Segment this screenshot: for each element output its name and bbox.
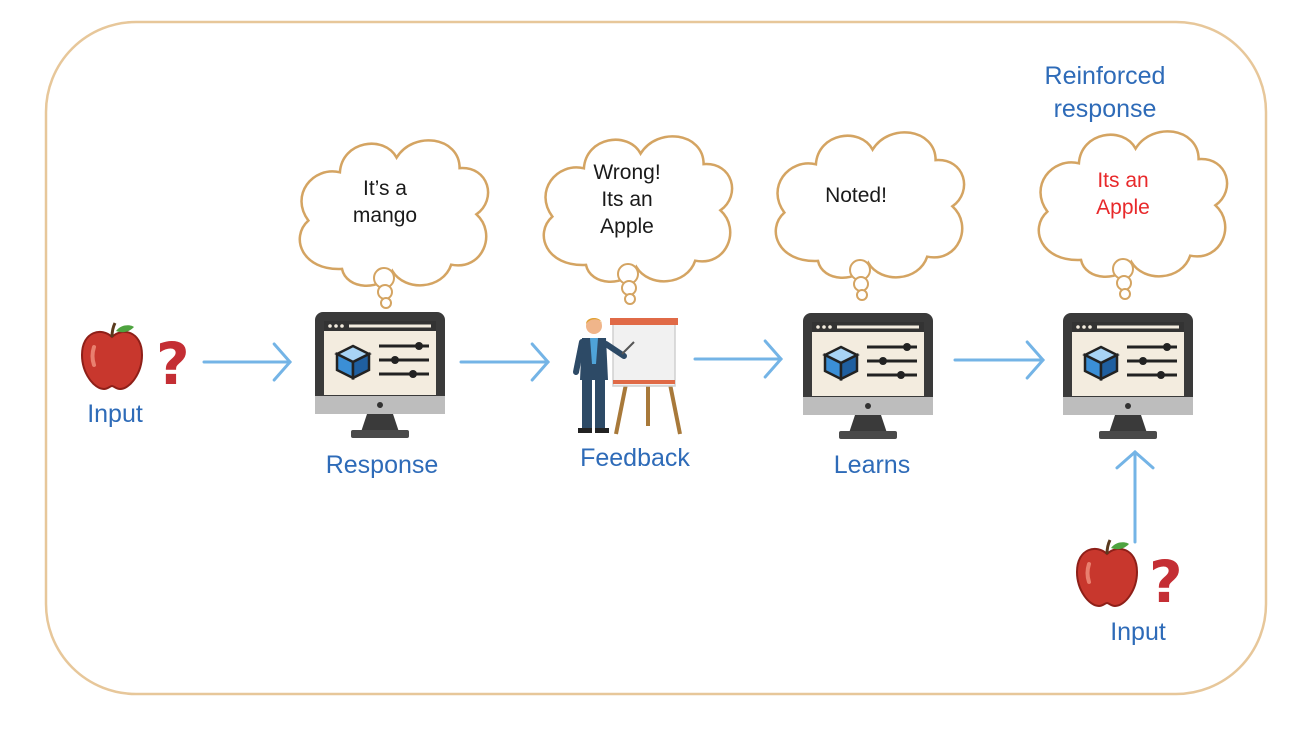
arrow-input-to-reinforced [1115,450,1155,544]
arrow-learns-to-reinforced [953,340,1045,380]
label-reinforced-line2: response [1053,95,1157,123]
apple-icon-left [80,321,144,391]
thinking-dots-icon-reinforced [1112,258,1134,300]
apple-icon-bottom [1075,538,1139,608]
arrow-response-to-feedback [459,342,550,382]
question-mark-icon-left: ? [156,330,190,398]
label-response: Response [325,451,439,479]
label-reinforced-line1: Reinforced [1044,62,1166,90]
arrow-feedback-to-learns [693,339,783,379]
question-mark-icon-bottom: ? [1149,548,1183,616]
label-feedback: Feedback [580,444,690,472]
label-learns: Learns [833,451,911,479]
bubble-text-response: It’s a mango [352,177,418,227]
computer-icon-learns [801,311,935,441]
bubble-text-reinforced: Its an Apple [1096,169,1150,219]
thinking-dots-icon-response [373,267,395,309]
presenter-icon [573,318,682,435]
bubble-text-learns: Noted! [825,184,887,207]
label-input-left: Input [87,400,143,428]
bubble-text-feedback: Wrong! Its an Apple [593,161,661,238]
diagram-frame [44,20,1268,696]
arrow-input-to-response [202,342,292,382]
thinking-dots-icon-feedback [617,263,639,305]
computer-icon-response [313,310,447,440]
label-input-bottom: Input [1110,618,1166,646]
thinking-dots-icon-learns [849,259,871,301]
computer-icon-reinforced [1061,311,1195,441]
